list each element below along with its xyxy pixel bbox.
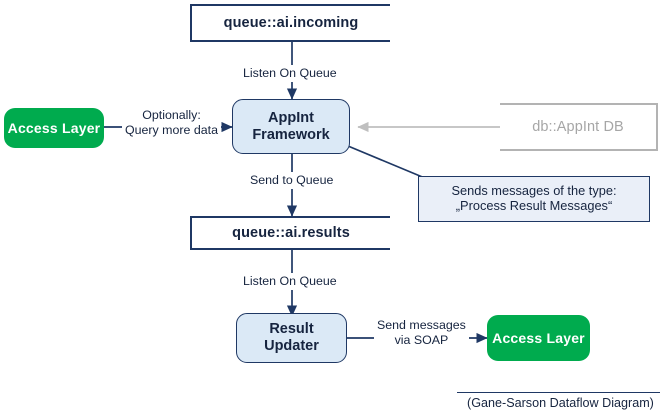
note-process-result-messages[interactable]: Sends messages of the type: „Process Res… — [418, 176, 650, 222]
edge-label-incoming-to-appint: Listen On Queue — [240, 65, 340, 82]
process-result-updater-label-line1: Result — [269, 321, 314, 338]
edge-label-appint-to-results: Send to Queue — [247, 172, 337, 189]
note-process-result-messages-line2: „Process Result Messages“ — [455, 198, 613, 213]
external-entity-access-layer-right-label: Access Layer — [492, 329, 585, 346]
process-appint-framework[interactable]: AppInt Framework — [232, 99, 350, 154]
process-result-updater-label-line2: Updater — [264, 338, 319, 354]
note-process-result-messages-line1: Sends messages of the type: — [451, 183, 617, 199]
process-appint-framework-label-line1: AppInt — [268, 109, 314, 126]
process-appint-framework-label-line2: Framework — [252, 126, 330, 143]
data-store-appint-db[interactable]: db::AppInt DB — [500, 103, 658, 151]
data-store-queue-ai-results[interactable]: queue::ai.results — [190, 216, 390, 250]
data-store-queue-ai-incoming[interactable]: queue::ai.incoming — [190, 4, 390, 42]
footer-divider — [457, 392, 660, 394]
edge-label-results-to-updater: Listen On Queue — [240, 273, 340, 290]
connector-note-leader — [347, 145, 433, 182]
external-entity-access-layer-left-label: Access Layer — [7, 119, 101, 136]
process-result-updater[interactable]: Result Updater — [236, 313, 347, 363]
edge-label-updater-to-access: Send messages via SOAP — [374, 317, 469, 349]
diagram-caption: (Gane-Sarson Dataflow Diagram) — [467, 396, 654, 410]
external-entity-access-layer-right[interactable]: Access Layer — [487, 315, 590, 361]
data-store-queue-ai-results-label: queue::ai.results — [232, 224, 350, 241]
data-store-queue-ai-incoming-label: queue::ai.incoming — [223, 14, 359, 31]
external-entity-access-layer-left[interactable]: Access Layer — [4, 108, 104, 148]
data-store-appint-db-label: db::AppInt DB — [532, 118, 624, 135]
edge-label-access-to-appint: Optionally: Query more data — [122, 107, 221, 139]
